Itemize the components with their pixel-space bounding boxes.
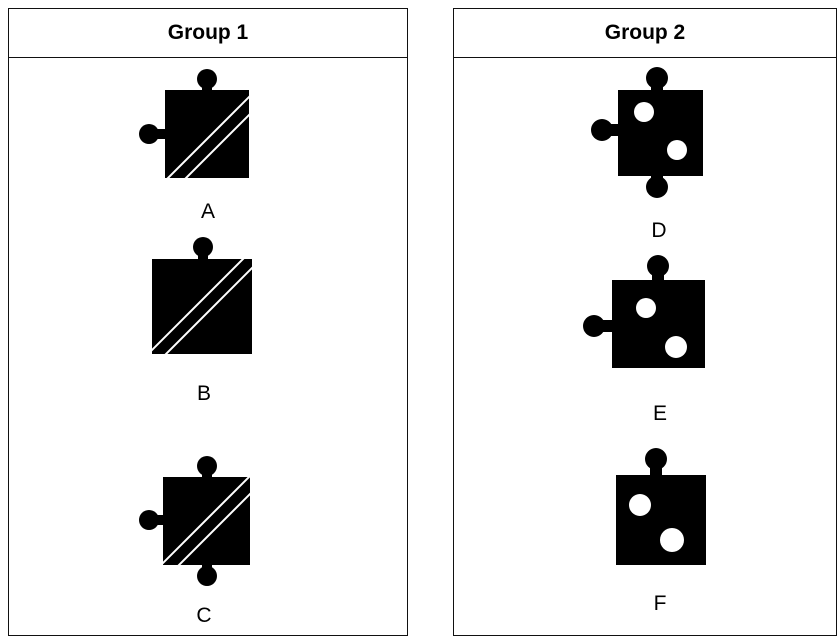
- group-2-title: Group 2: [454, 9, 836, 58]
- piece-label-c: C: [189, 604, 219, 628]
- puzzle-piece-b: [152, 235, 257, 357]
- puzzle-piece-d: [590, 66, 710, 200]
- group-1-title: Group 1: [9, 9, 407, 58]
- piece-label-b: B: [189, 382, 219, 406]
- puzzle-piece-f: [610, 447, 710, 569]
- puzzle-piece-e: [580, 254, 710, 374]
- piece-label-f: F: [645, 592, 675, 616]
- piece-label-e: E: [645, 402, 675, 426]
- puzzle-piece-c: [138, 455, 253, 590]
- puzzle-piece-a: [138, 68, 253, 183]
- piece-label-a: A: [193, 200, 223, 224]
- piece-label-d: D: [644, 219, 674, 243]
